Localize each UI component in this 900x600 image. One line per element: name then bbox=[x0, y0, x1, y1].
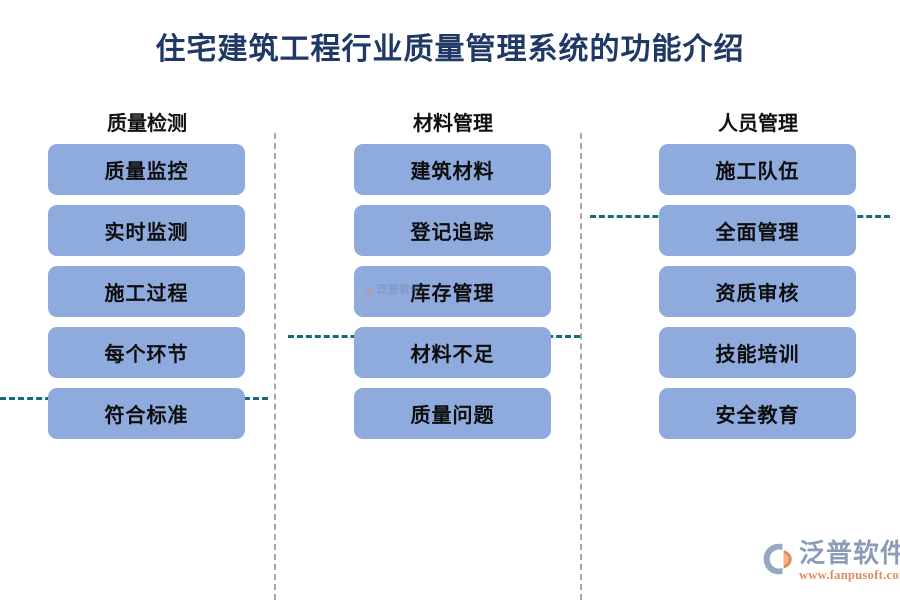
brand-logo: 泛普软件 www.fanpusoft.com bbox=[762, 540, 900, 592]
card-item[interactable]: 每个环节 bbox=[48, 327, 245, 378]
card-item[interactable]: 质量问题 bbox=[354, 388, 551, 439]
card-item[interactable]: 安全教育 bbox=[659, 388, 856, 439]
card-item[interactable]: 质量监控 bbox=[48, 144, 245, 195]
card-item[interactable]: 库存管理 bbox=[354, 266, 551, 317]
brand-logo-text: 泛普软件 www.fanpusoft.com bbox=[799, 540, 900, 583]
vertical-separator-2 bbox=[580, 133, 582, 600]
card-item[interactable]: 材料不足 bbox=[354, 327, 551, 378]
card-item[interactable]: 全面管理 bbox=[659, 205, 856, 256]
brand-name: 泛普软件 bbox=[799, 539, 900, 568]
column-header-3: 人员管理 bbox=[718, 113, 798, 135]
column-quality-inspection: 质量检测 质量监控 实时监测 施工过程 每个环节 符合标准 bbox=[42, 110, 252, 449]
column-personnel-management: 人员管理 施工队伍 全面管理 资质审核 技能培训 安全教育 bbox=[653, 110, 863, 449]
card-item[interactable]: 建筑材料 bbox=[354, 144, 551, 195]
card-item[interactable]: 技能培训 bbox=[659, 327, 856, 378]
card-item[interactable]: 实时监测 bbox=[48, 205, 245, 256]
vertical-separator-1 bbox=[274, 133, 276, 600]
fanpu-leaf-icon bbox=[763, 543, 792, 575]
card-list-2: 建筑材料 登记追踪 库存管理 材料不足 质量问题 bbox=[348, 144, 558, 439]
column-header-1: 质量检测 bbox=[107, 113, 187, 135]
card-item[interactable]: 资质审核 bbox=[659, 266, 856, 317]
card-item[interactable]: 符合标准 bbox=[48, 388, 245, 439]
card-list-3: 施工队伍 全面管理 资质审核 技能培训 安全教育 bbox=[653, 144, 863, 439]
card-item[interactable]: 施工过程 bbox=[48, 266, 245, 317]
card-list-1: 质量监控 实时监测 施工过程 每个环节 符合标准 bbox=[42, 144, 252, 439]
column-material-management: 材料管理 建筑材料 登记追踪 库存管理 材料不足 质量问题 bbox=[348, 110, 558, 449]
card-item[interactable]: 施工队伍 bbox=[659, 144, 856, 195]
column-header-2: 材料管理 bbox=[413, 113, 493, 135]
card-item[interactable]: 登记追踪 bbox=[354, 205, 551, 256]
brand-url: www.fanpusoft.com bbox=[799, 568, 900, 583]
page-title: 住宅建筑工程行业质量管理系统的功能介绍 bbox=[155, 33, 745, 66]
